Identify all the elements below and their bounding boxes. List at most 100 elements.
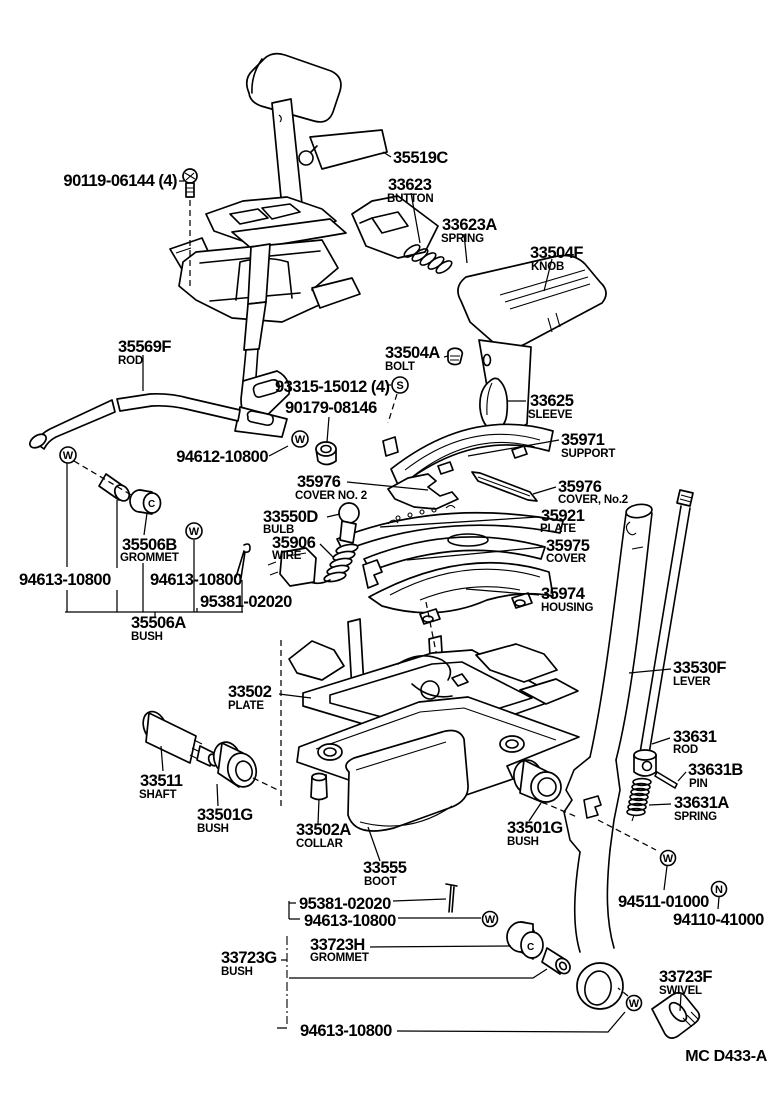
part-name-35906: WIRE [272, 550, 302, 562]
part-name-33501G-left: BUSH [197, 823, 229, 835]
part-label-33501G-right: 33501G [507, 819, 563, 837]
part-label-35975: 35975 [546, 537, 590, 555]
part-name-33530F: LEVER [673, 676, 711, 688]
svg-text:W: W [629, 998, 640, 1010]
part-label-33723H: 33723H [310, 936, 365, 954]
clip-mark: C [148, 499, 155, 510]
wire-35906-drawing [267, 543, 359, 587]
spring-33631A-drawing [626, 777, 652, 822]
handle-lever-drawing [245, 52, 342, 230]
part-label-94110-41000: 94110-41000 [673, 911, 764, 929]
drawing-code: MC D433-A [685, 1048, 768, 1065]
part-label-33723G: 33723G [221, 949, 277, 967]
part-label-35506B: 35506B [122, 536, 177, 554]
clip-mark: C [527, 942, 534, 953]
part-label-35519C: 35519C [393, 149, 448, 167]
part-name-33631B: PIN [689, 778, 708, 790]
washer-symbol: W [625, 994, 643, 1012]
part-label-35976-left: 35976 [297, 473, 341, 491]
part-label-33502: 33502 [228, 683, 272, 701]
svg-text:W: W [485, 914, 496, 926]
sleeve-33625-drawing [479, 377, 509, 432]
screw-symbol: S [391, 376, 409, 394]
cotter-pin-drawing [235, 543, 251, 579]
washer-symbol: W [291, 430, 309, 448]
spring-33623A-drawing [403, 244, 453, 274]
part-label-33555: 33555 [363, 859, 407, 877]
part-label-94613-10800-left: 94613-10800 [19, 571, 111, 589]
part-name-35975: COVER [546, 553, 587, 565]
tag-drawing [298, 129, 388, 170]
part-label-94613-10800-mid: 94613-10800 [150, 571, 242, 589]
rod-33631-drawing [639, 489, 694, 755]
part-label-33501G-left: 33501G [197, 806, 253, 824]
swivel-33723F-drawing [651, 991, 701, 1039]
svg-text:W: W [663, 853, 674, 865]
part-name-33504F: KNOB [531, 261, 564, 273]
rod-35569F-drawing [29, 392, 241, 450]
bulb-33550D-drawing [338, 502, 360, 544]
pin-33631B-drawing [654, 771, 678, 789]
part-name-33623A: SPRING [441, 233, 484, 245]
part-label-93315-15012: 93315-15012 (4) [275, 378, 390, 396]
part-label-33530F: 33530F [673, 659, 726, 677]
part-label-95381-02020-bottom: 95381-02020 [299, 895, 391, 913]
svg-text:W: W [189, 526, 200, 538]
part-name-35976-right: COVER, No.2 [558, 494, 628, 506]
part-name-33550D: BULB [263, 524, 294, 536]
part-label-95381-02020: 95381-02020 [200, 593, 292, 611]
collar-33502A-drawing [310, 772, 328, 801]
plate-33502-drawing [288, 618, 580, 808]
part-label-33623: 33623 [388, 176, 432, 194]
part-label-35921: 35921 [541, 507, 585, 525]
bush-33723G-drawing [541, 947, 571, 975]
cover-no2-left-drawing [387, 473, 459, 510]
grommet-35506B-drawing: C [129, 489, 162, 515]
part-label-33504A: 33504A [385, 344, 440, 362]
part-label-94511-01000: 94511-01000 [618, 893, 709, 911]
bolt-icon [182, 168, 198, 198]
part-label-33631: 33631 [673, 728, 717, 746]
washer-symbol: W [481, 910, 499, 928]
lever-33530F-drawing [563, 503, 653, 1010]
part-labels: 90119-06144 (4) 35519C 33623 BUTTON 3362… [19, 149, 768, 1065]
small-bush-drawing [98, 473, 131, 502]
part-name-33502: PLATE [228, 700, 264, 712]
part-label-35906: 35906 [272, 534, 316, 552]
part-label-35974: 35974 [541, 585, 586, 603]
connector-drawing [633, 749, 657, 777]
boot-33555-drawing [345, 729, 469, 832]
upper-housing-drawing [169, 196, 361, 351]
washer-symbol: W [659, 849, 677, 867]
grommet-33723H-drawing: C [506, 921, 544, 960]
svg-text:S: S [396, 380, 403, 392]
part-label-33504F: 33504F [530, 244, 583, 262]
part-label-33623A: 33623A [442, 216, 497, 234]
part-label-33625: 33625 [530, 392, 574, 410]
part-label-33631B: 33631B [688, 761, 743, 779]
part-label-33550D: 33550D [263, 508, 318, 526]
shaft-33511-drawing [142, 710, 219, 767]
svg-text:N: N [715, 884, 723, 896]
pin-95381-drawing [445, 883, 458, 913]
part-label-35971: 35971 [561, 431, 605, 449]
part-label-35506A: 35506A [131, 614, 186, 632]
part-label-33511: 33511 [140, 772, 183, 790]
bush-33501G-left-drawing [212, 741, 258, 788]
part-name-33502A: COLLAR [296, 838, 344, 850]
part-name-33723H: GROMMET [310, 952, 369, 964]
part-name-33501G-right: BUSH [507, 836, 539, 848]
part-label-35569F: 35569F [118, 338, 171, 356]
part-name-35506B: GROMMET [120, 552, 179, 564]
button-33623-drawing [351, 195, 439, 259]
svg-text:W: W [63, 450, 74, 462]
part-name-33511: SHAFT [139, 789, 177, 801]
part-name-35974: HOUSING [541, 602, 594, 614]
svg-text:W: W [295, 434, 306, 446]
nut-symbol: N [710, 880, 728, 898]
cover-35975-drawing [363, 533, 546, 572]
part-name-33555: BOOT [364, 876, 397, 888]
part-name-33623: BUTTON [387, 193, 434, 205]
